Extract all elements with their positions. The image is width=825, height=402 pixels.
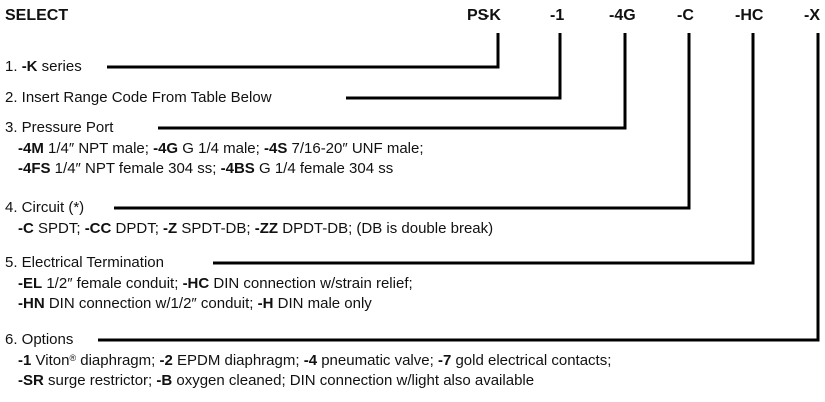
option-description: DIN connection w/1/2″ conduit; xyxy=(44,295,258,312)
code-termination: -HC xyxy=(735,7,764,24)
item-options-detail: -1 Viton® diaphragm; -2 EPDM diaphragm; … xyxy=(18,352,611,370)
item-options-detail: -SR surge restrictor; -B oxygen cleaned;… xyxy=(18,372,534,390)
leader-line-circuit xyxy=(114,33,691,210)
item-pressure-port: 3. Pressure Port xyxy=(5,119,114,136)
select-label: SELECT xyxy=(5,7,69,24)
option-code: -4G xyxy=(153,140,179,157)
leader-line-port xyxy=(158,33,627,130)
option-description: 1/4″ NPT female 304 ss; xyxy=(50,160,221,177)
option-code: -B xyxy=(156,372,173,389)
item-circuit-detail: -C SPDT; -CC DPDT; -Z SPDT-DB; -ZZ DPDT-… xyxy=(18,220,493,238)
option-code: -HN xyxy=(18,295,45,312)
item-circuit: 4. Circuit (*) xyxy=(5,199,85,216)
option-description: SPDT-DB; xyxy=(177,220,255,237)
option-code: -SR xyxy=(18,372,44,389)
item-series-text: series xyxy=(37,58,82,75)
option-description: surge restrictor; xyxy=(43,372,157,389)
code-circuit: -C xyxy=(677,7,694,24)
item-range: 2. Insert Range Code From Table Below xyxy=(5,89,272,106)
option-code: -HC xyxy=(182,275,210,292)
leader-line-options xyxy=(98,33,820,342)
option-code: -7 xyxy=(437,352,452,369)
option-code: -1 xyxy=(18,352,32,369)
item-options: 6. Options xyxy=(5,331,74,348)
option-code: -4BS xyxy=(220,160,255,177)
option-description: pneumatic valve; xyxy=(317,352,438,369)
leader-line-range xyxy=(346,33,562,100)
item-pressure-port-detail: -4M 1/4″ NPT male; -4G G 1/4 male; -4S 7… xyxy=(18,140,424,158)
option-code: -4FS xyxy=(18,160,51,177)
option-code: -CC xyxy=(84,220,112,237)
item-termination-detail: -HN DIN connection w/1/2″ conduit; -H DI… xyxy=(18,295,372,313)
code-port: -4G xyxy=(609,7,636,24)
item-termination-detail: -EL 1/2″ female conduit; -HC DIN connect… xyxy=(18,275,413,293)
item-electrical-termination: 5. Electrical Termination xyxy=(5,254,164,271)
code-k: -K xyxy=(484,7,501,24)
option-description: diaphragm; xyxy=(76,352,160,369)
option-description: Viton xyxy=(31,352,70,369)
code-ps: PS xyxy=(467,7,489,24)
item-series: 1. -K series xyxy=(5,58,82,76)
option-code: -ZZ xyxy=(254,220,279,237)
item-pressure-port-detail: -4FS 1/4″ NPT female 304 ss; -4BS G 1/4 … xyxy=(18,160,393,178)
item-series-code: -K xyxy=(21,58,38,75)
leader-line-k xyxy=(107,33,500,69)
option-description: 1/2″ female conduit; xyxy=(42,275,183,292)
option-code: -C xyxy=(18,220,34,237)
option-code: -H xyxy=(257,295,274,312)
option-description: G 1/4 female 304 ss xyxy=(254,160,394,177)
item-series-number: 1. xyxy=(5,58,22,75)
option-description: 1/4″ NPT male; xyxy=(43,140,154,157)
option-description: oxygen cleaned; DIN connection w/light a… xyxy=(172,372,535,389)
option-description: DPDT-DB; (DB is double break) xyxy=(278,220,494,237)
option-code: -4M xyxy=(18,140,44,157)
option-code: -4S xyxy=(263,140,288,157)
option-code: -Z xyxy=(163,220,178,237)
option-code: -2 xyxy=(159,352,173,369)
leader-line-termination xyxy=(213,33,755,265)
option-description: SPDT; xyxy=(33,220,85,237)
code-range: -1 xyxy=(550,7,565,24)
option-code: -EL xyxy=(18,275,43,292)
registered-mark: ® xyxy=(69,353,77,363)
code-options: -X xyxy=(804,7,820,24)
option-description: G 1/4 male; xyxy=(178,140,264,157)
option-code: -4 xyxy=(303,352,318,369)
option-description: DIN connection w/strain relief; xyxy=(209,275,413,292)
option-description: EPDM diaphragm; xyxy=(172,352,304,369)
option-description: 7/16-20″ UNF male; xyxy=(287,140,424,157)
option-description: DIN male only xyxy=(273,295,372,312)
option-description: DPDT; xyxy=(111,220,164,237)
option-description: gold electrical contacts; xyxy=(451,352,612,369)
